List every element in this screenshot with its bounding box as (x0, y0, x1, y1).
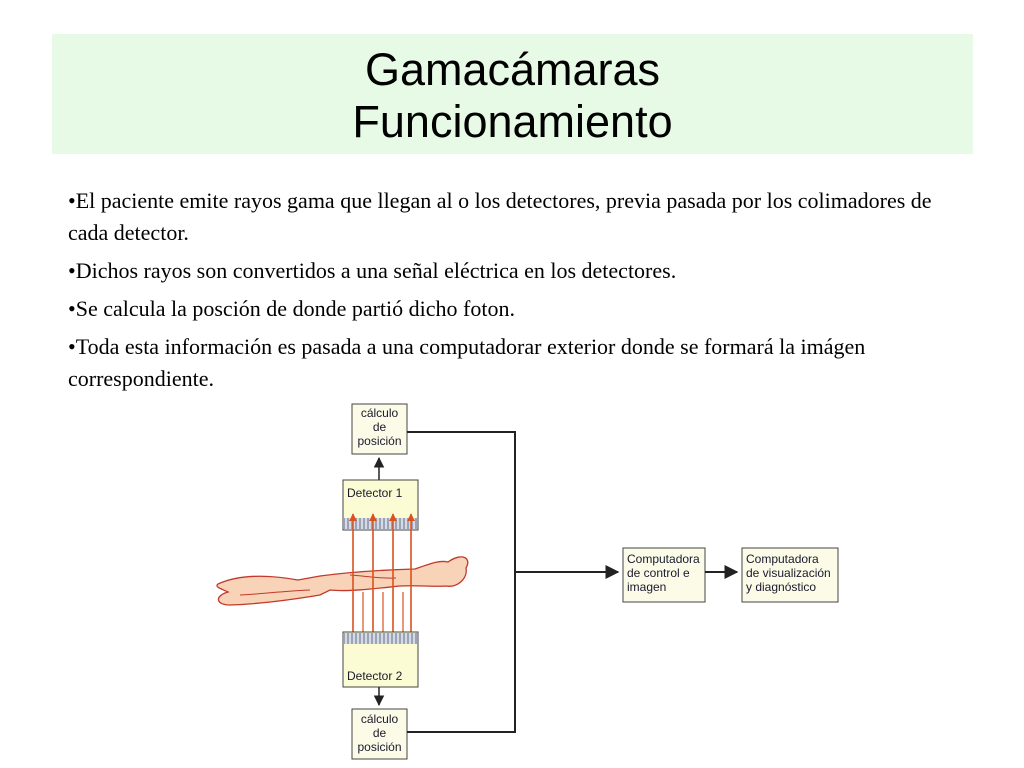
control-computer-line: de control e (627, 566, 690, 580)
patient-leg-line (239, 589, 311, 596)
detector-1-label: Detector 1 (347, 486, 403, 500)
position-calc-box-top: cálculo de posición (351, 403, 408, 455)
detector-1: Detector 1 (342, 479, 419, 531)
title-line-2: Funcionamiento (352, 96, 673, 147)
calc-bottom-line: de (373, 726, 387, 740)
bullet-item: •Se calcula la posción de donde partió d… (68, 296, 515, 321)
slide-title: Gamacámaras Funcionamiento (52, 34, 973, 154)
control-computer-line: imagen (627, 580, 666, 594)
visual-computer-line: y diagnóstico (746, 580, 816, 594)
control-computer-box: Computadora de control e imagen (622, 547, 706, 603)
detector-2: Detector 2 (342, 631, 419, 688)
bullet-item: •El paciente emite rayos gama que llegan… (68, 188, 932, 245)
bullet-item: •Toda esta información es pasada a una c… (68, 334, 866, 391)
calc-top-line: de (373, 420, 387, 434)
patient-body (216, 556, 469, 606)
connector-bottom (407, 572, 516, 733)
calc-top-line: cálculo (361, 406, 399, 420)
bullet-list: •El paciente emite rayos gama que llegan… (68, 185, 948, 401)
connector-top (407, 431, 516, 572)
calc-bottom-line: cálculo (361, 712, 399, 726)
visual-computer-line: Computadora (746, 552, 819, 566)
calc-bottom-line: posición (357, 740, 401, 754)
position-calc-box-bottom: cálculo de posición (351, 708, 408, 760)
visual-computer-line: de visualización (746, 566, 831, 580)
visualization-computer-box: Computadora de visualización y diagnósti… (741, 547, 839, 603)
bullet-item: •Dichos rayos son convertidos a una seña… (68, 258, 677, 283)
gamma-camera-diagram: cálculo de posición Detector 1 Detector … (216, 403, 839, 760)
control-computer-line: Computadora (627, 552, 700, 566)
detector-2-label: Detector 2 (347, 669, 403, 683)
calc-top-line: posición (357, 434, 401, 448)
title-line-1: Gamacámaras (364, 44, 661, 95)
